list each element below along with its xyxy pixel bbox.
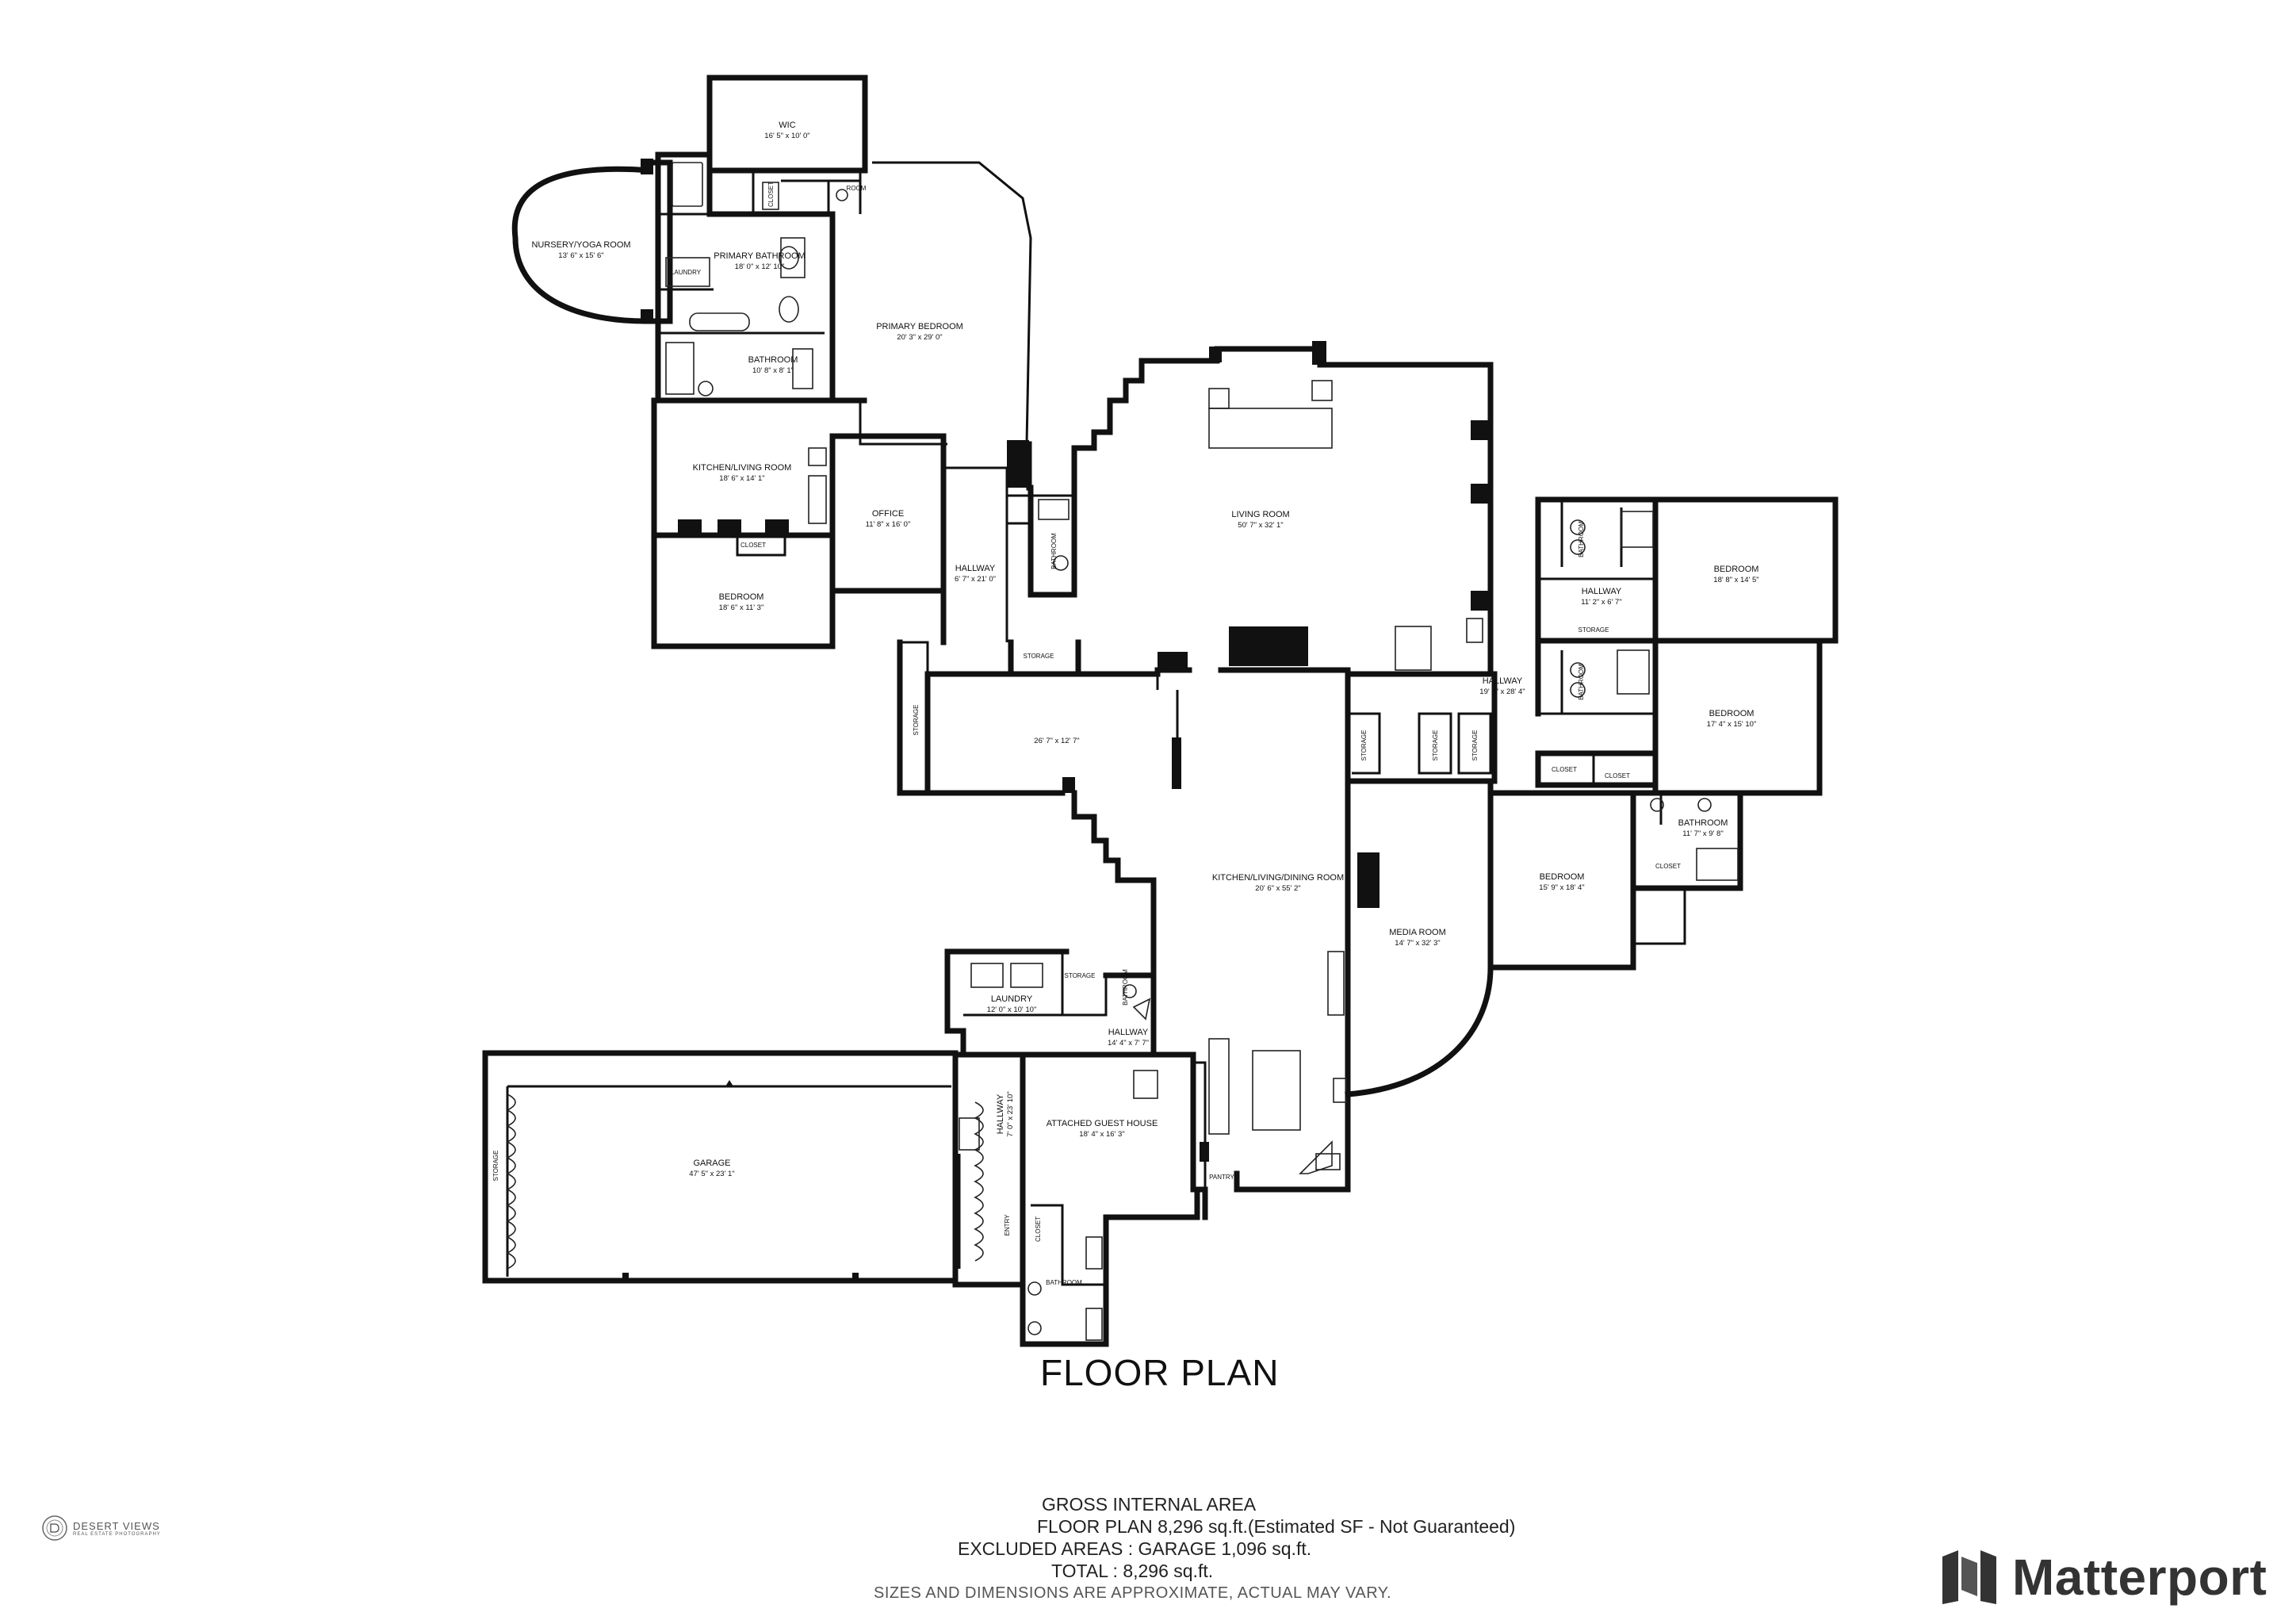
small-label: ROOM — [847, 185, 867, 192]
small-label: BATHROOM — [1578, 664, 1585, 700]
room-dims: 18' 4" x 16' 3" — [1079, 1130, 1124, 1139]
room-dims: 13' 6" x 15' 6" — [558, 251, 603, 260]
small-label: CLOSET — [1605, 772, 1630, 779]
room-label: PRIMARY BEDROOM — [876, 322, 963, 331]
room-dims: 18' 0" x 12' 10" — [735, 262, 785, 271]
desert-views-logo-icon — [42, 1515, 67, 1541]
small-label: CLOSET — [1552, 766, 1577, 773]
room-dims: 6' 7" x 21' 0" — [955, 575, 996, 584]
small-label: STORAGE — [1471, 730, 1479, 761]
room-dims: 7' 0" x 23' 10" — [1006, 1091, 1015, 1136]
room-dims: 20' 3" x 29' 0" — [897, 333, 942, 342]
room-label: BEDROOM — [719, 592, 764, 602]
room-dims: 19' 9" x 28' 4" — [1479, 688, 1525, 696]
room-dims: 18' 6" x 11' 3" — [719, 603, 764, 612]
room-label: KITCHEN/LIVING/DINING ROOM — [1212, 873, 1344, 883]
room-label: BEDROOM — [1540, 872, 1585, 882]
photographer-tagline: REAL ESTATE PHOTOGRAPHY — [73, 1531, 161, 1537]
room-label: HALLWAY — [996, 1094, 1005, 1134]
small-label: BATHROOM — [1050, 533, 1058, 569]
room-label: BEDROOM — [1714, 565, 1759, 574]
room-dims: 50' 7" x 32' 1" — [1238, 521, 1283, 530]
brand-name: Matterport — [2012, 1549, 2267, 1606]
room-label: LAUNDRY — [991, 994, 1033, 1004]
room-dims: 14' 4" x 7' 7" — [1108, 1039, 1149, 1048]
room-dims: 47' 5" x 23' 1" — [689, 1170, 734, 1178]
disclaimer: SIZES AND DIMENSIONS ARE APPROXIMATE, AC… — [874, 1584, 1392, 1602]
room-label: HALLWAY — [955, 564, 996, 573]
kitchen-dining-wing — [1208, 667, 1380, 1193]
area-excluded: EXCLUDED AREAS : GARAGE 1,096 sq.ft. — [958, 1538, 1312, 1559]
room-dims: 11' 8" x 16' 0" — [866, 520, 911, 529]
south-wing — [944, 948, 1209, 1347]
room-label: ATTACHED GUEST HOUSE — [1047, 1119, 1158, 1128]
room-label: HALLWAY — [1582, 587, 1622, 596]
room-label: BATHROOM — [1678, 818, 1728, 828]
room-dims: 26' 7" x 12' 7" — [1034, 737, 1079, 745]
matterport-brand: Matterport — [1939, 1548, 2267, 1607]
room-label: NURSERY/YOGA ROOM — [531, 240, 630, 250]
small-label: STORAGE — [1024, 653, 1054, 660]
small-label: BATHROOM — [1046, 1279, 1082, 1286]
small-label: CLOSET — [740, 542, 766, 549]
small-label: ENTRY — [1004, 1214, 1011, 1236]
east-wing — [1345, 496, 1839, 1097]
room-label: MEDIA ROOM — [1389, 928, 1446, 937]
room-dims: 15' 9" x 18' 4" — [1539, 883, 1584, 892]
room-dims: 12' 0" x 10' 10" — [987, 1005, 1037, 1014]
room-label: LIVING ROOM — [1231, 510, 1289, 519]
small-label: STORAGE — [913, 705, 920, 736]
small-label: LAUNDRY — [671, 269, 702, 276]
room-dims: 18' 8" x 14' 5" — [1713, 576, 1758, 584]
room-dims: 11' 7" x 9' 8" — [1682, 829, 1723, 838]
room-dims: 10' 8" x 8' 1" — [752, 366, 794, 375]
room-label: HALLWAY — [1108, 1028, 1149, 1037]
room-label: WIC — [779, 121, 795, 130]
room-dims: 14' 7" x 32' 3" — [1395, 939, 1440, 948]
small-label: PANTRY — [1209, 1174, 1234, 1181]
north-west-wing — [511, 75, 1077, 649]
room-label: KITCHEN/LIVING ROOM — [693, 463, 792, 473]
small-label: STORAGE — [1065, 972, 1096, 979]
matterport-logo-icon — [1942, 1550, 1996, 1604]
room-dims: 20' 6" x 55' 2" — [1255, 884, 1300, 893]
area-floor-plan: FLOOR PLAN 8,296 sq.ft.(Estimated SF - N… — [1037, 1516, 1516, 1537]
room-label: OFFICE — [872, 509, 904, 519]
photographer-logo: DESERT VIEWS REAL ESTATE PHOTOGRAPHY — [41, 1515, 161, 1542]
storage-wing — [897, 639, 1181, 955]
room-label: BEDROOM — [1709, 709, 1755, 718]
room-dims: 16' 5" x 10' 0" — [764, 132, 809, 140]
small-label: STORAGE — [1360, 730, 1368, 761]
small-label: BATHROOM — [1578, 521, 1585, 557]
small-label: STORAGE — [1578, 626, 1609, 634]
room-label: GARAGE — [693, 1159, 730, 1168]
area-heading: GROSS INTERNAL AREA — [1042, 1494, 1257, 1515]
room-label: PRIMARY BATHROOM — [714, 251, 806, 261]
plan-title: FLOOR PLAN — [1040, 1352, 1280, 1393]
room-dims: 18' 6" x 14' 1" — [719, 474, 764, 483]
room-dims: 11' 2" x 6' 7" — [1581, 598, 1621, 607]
room-label: BATHROOM — [748, 355, 798, 365]
central-living-wing — [1071, 341, 1494, 677]
small-label: CLOSET — [1655, 863, 1681, 870]
floor-plan-drawing: WIC 16' 5" x 10' 0" NURSERY/YOGA ROOM 13… — [482, 75, 1839, 1347]
room-labels: WIC 16' 5" x 10' 0" NURSERY/YOGA ROOM 13… — [492, 121, 1759, 1286]
small-label: CLOSET — [767, 182, 775, 207]
small-label: STORAGE — [1432, 730, 1439, 761]
small-label: BATHROOM — [1122, 969, 1129, 1005]
small-label: CLOSET — [1035, 1216, 1042, 1242]
area-total: TOTAL : 8,296 sq.ft. — [1051, 1561, 1214, 1581]
small-label: STORAGE — [492, 1151, 499, 1182]
room-dims: 17' 4" x 15' 10" — [1707, 720, 1757, 729]
garage — [482, 1050, 984, 1284]
photographer-name: DESERT VIEWS — [73, 1519, 160, 1532]
room-label: HALLWAY — [1483, 676, 1523, 686]
